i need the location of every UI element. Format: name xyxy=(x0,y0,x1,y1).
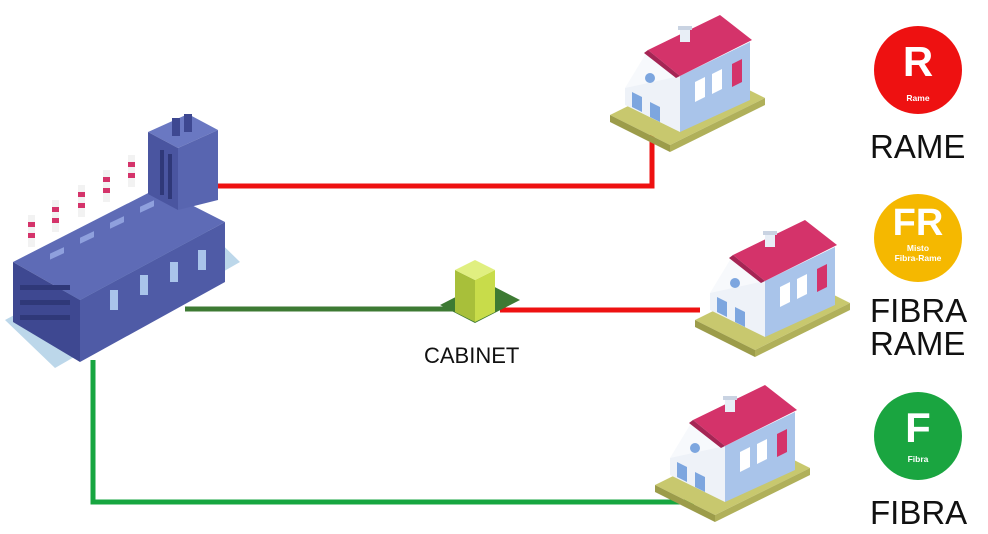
copper-badge: R Rame xyxy=(874,26,962,114)
mixed-badge-letter: FR xyxy=(892,202,944,244)
fiber-badge: F Fibra xyxy=(874,392,962,480)
house-bottom xyxy=(655,385,810,522)
copper-caption: RAME xyxy=(870,128,966,165)
cabinet-label: CABINET xyxy=(424,343,520,368)
cabinet-icon xyxy=(440,260,520,323)
central-office-building xyxy=(5,114,240,368)
mixed-badge: FR Misto Fibra-Rame xyxy=(874,194,962,282)
fiber-badge-sublabel: Fibra xyxy=(907,454,929,464)
fiber-badge-letter: F xyxy=(905,404,931,451)
fiber-line-bottom xyxy=(90,360,700,505)
mixed-caption: FIBRA RAME xyxy=(870,292,968,362)
copper-line-top xyxy=(215,135,655,189)
house-top xyxy=(610,15,765,152)
fiber-caption: FIBRA xyxy=(870,494,968,531)
copper-badge-sublabel: Rame xyxy=(906,93,930,103)
mixed-badge-sublabel: Misto Fibra-Rame xyxy=(894,243,942,263)
copper-badge-letter: R xyxy=(902,38,934,85)
house-middle xyxy=(695,220,850,357)
connection-lines xyxy=(90,135,700,505)
